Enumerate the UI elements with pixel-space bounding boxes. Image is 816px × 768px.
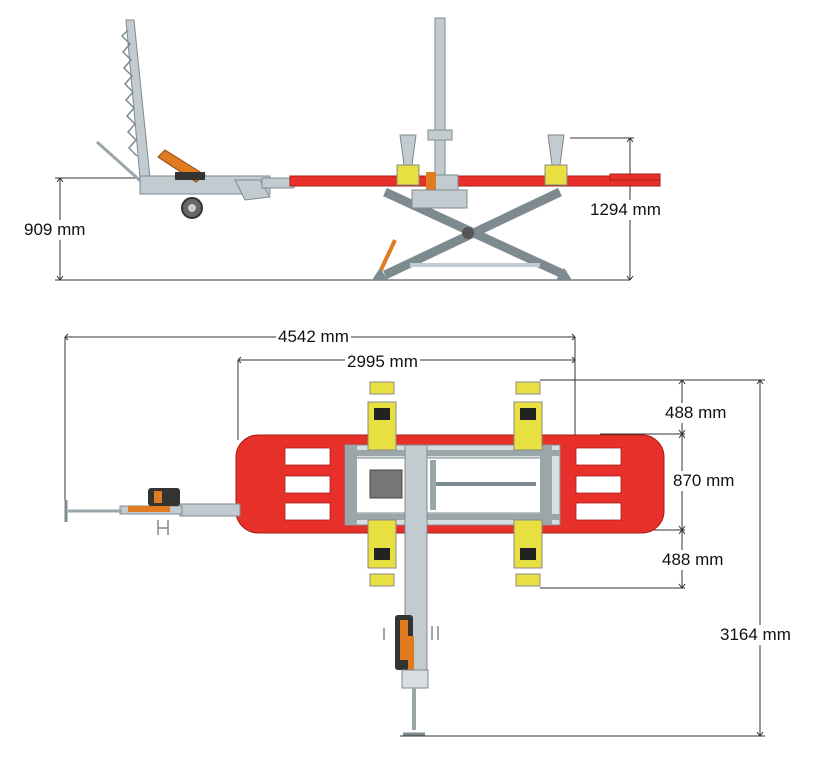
dim-label-clamp-offset-top: 488 mm: [663, 403, 729, 423]
side-scissor-lift: [372, 187, 572, 280]
platform-cutouts: [284, 447, 622, 521]
top-view: [64, 333, 765, 737]
top-clamp-lower-left: [367, 519, 397, 587]
dim-label-overall-length: 4542 mm: [276, 327, 351, 347]
top-clamp-upper-left: [367, 381, 397, 451]
side-clamp-right: [544, 134, 568, 186]
dim-label-clamp-span: 870 mm: [671, 471, 737, 491]
dim-label-side-high-height: 1294 mm: [588, 200, 663, 220]
top-left-pulling-arm: [64, 488, 241, 535]
dim-label-platform-length: 2995 mm: [345, 352, 420, 372]
side-tower-arm: [95, 19, 295, 219]
dim-label-clamp-offset-bottom: 488 mm: [660, 550, 726, 570]
side-view: [55, 17, 661, 281]
top-clamp-upper-right: [513, 381, 543, 451]
side-red-rail-end: [609, 173, 661, 181]
top-centre-frame: [344, 444, 561, 526]
side-red-rail: [289, 175, 661, 187]
top-clamp-lower-right: [513, 519, 543, 587]
dim-label-side-low-height: 909 mm: [22, 220, 88, 240]
side-clamp-left: [396, 134, 420, 186]
top-lower-tower-arm: [383, 444, 439, 736]
side-vertical-post: [426, 17, 459, 198]
dim-label-overall-width: 3164 mm: [718, 625, 793, 645]
